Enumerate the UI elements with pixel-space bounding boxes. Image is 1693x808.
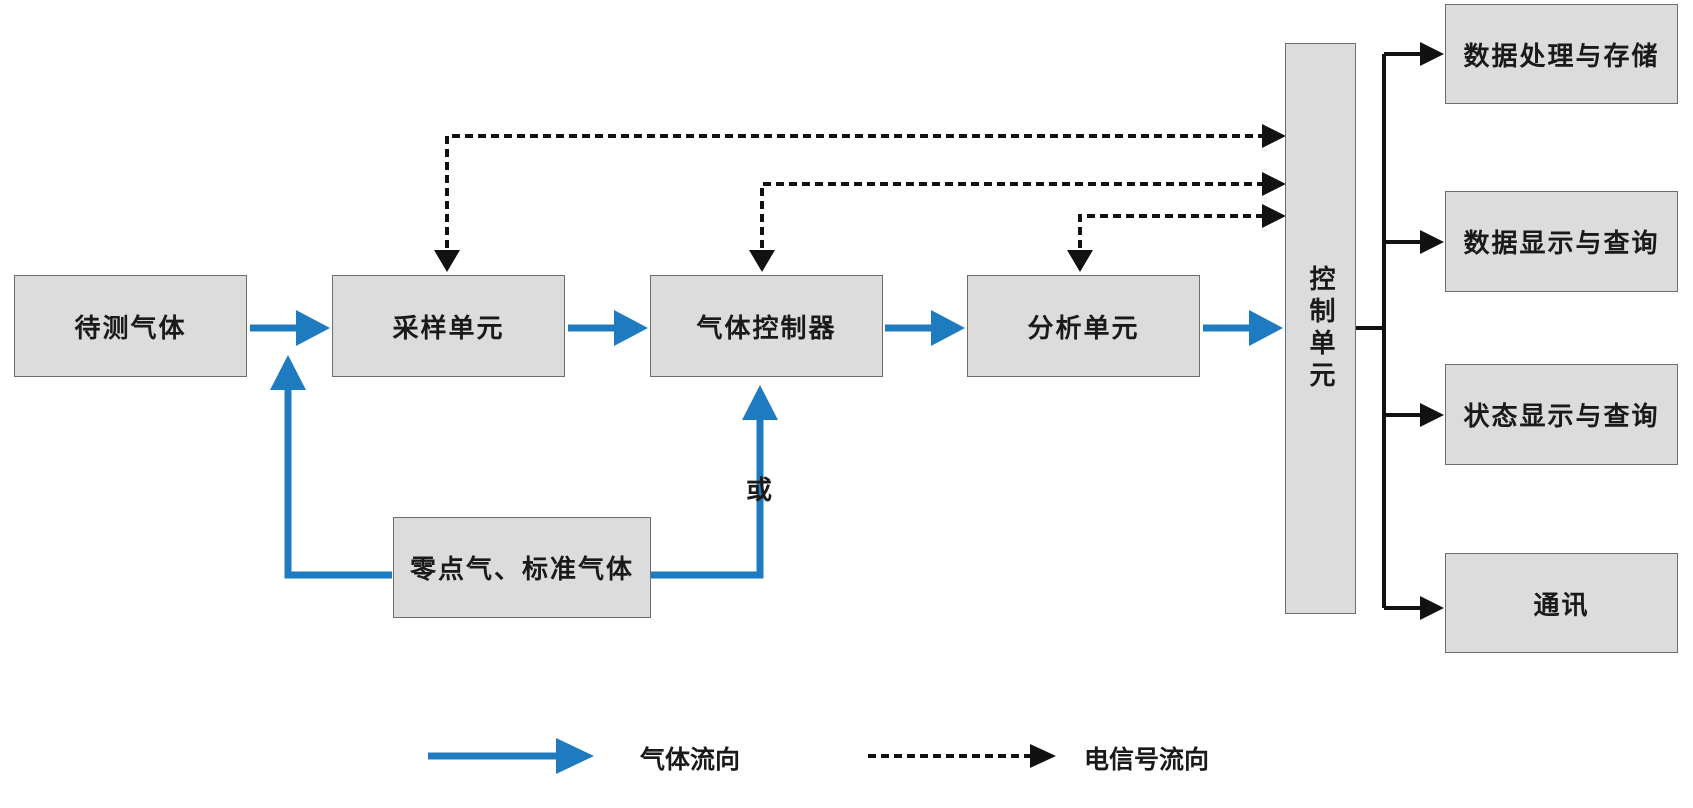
signal-path-sampling: [445, 134, 1262, 248]
gas-arrowhead-sampling: [296, 310, 330, 346]
node-gas-controller: 气体控制器: [650, 275, 883, 377]
node-sampling-unit: 采样单元: [332, 275, 565, 377]
gas-path-zero-to-sampling: [284, 385, 392, 579]
node-control-unit-label: 控制单元: [1305, 264, 1335, 393]
node-gas-to-test: 待测气体: [14, 275, 247, 377]
node-data-display-query: 数据显示与查询: [1445, 191, 1678, 292]
signal-arrowhead-right-2: [1262, 172, 1286, 196]
or-label: 或: [746, 476, 773, 506]
bus-arrowhead-4: [1420, 596, 1444, 620]
node-status-display-query: 状态显示与查询: [1445, 364, 1678, 465]
signal-arrowhead-right-3: [1262, 204, 1286, 228]
signal-path-analysis: [1078, 214, 1262, 248]
node-zero-standard-gas: 零点气、标准气体: [393, 517, 651, 618]
legend-gas-flow-label: 气体流向: [640, 745, 741, 774]
legend-signal-flow-label: 电信号流向: [1084, 745, 1210, 774]
gas-path-zero-to-controller: [648, 418, 764, 579]
node-status-display-query-label: 状态显示与查询: [1463, 402, 1660, 432]
node-analysis-unit-label: 分析单元: [1027, 313, 1140, 344]
gas-legend-arrowhead: [556, 738, 594, 774]
node-data-processing-storage: 数据处理与存储: [1445, 4, 1678, 104]
node-control-unit: 控制单元: [1285, 43, 1356, 614]
gas-arrowhead-control: [1249, 310, 1283, 346]
gas-arrowhead-controller: [614, 310, 648, 346]
node-gas-to-test-label: 待测气体: [74, 313, 187, 344]
node-sampling-unit-label: 采样单元: [392, 313, 505, 344]
node-data-display-query-label: 数据显示与查询: [1463, 229, 1660, 259]
signal-arrowhead-right-1: [1262, 124, 1286, 148]
node-zero-standard-gas-label: 零点气、标准气体: [409, 555, 634, 585]
signal-path-controller: [760, 182, 1262, 248]
node-communication: 通讯: [1445, 553, 1678, 653]
node-analysis-unit: 分析单元: [967, 275, 1200, 377]
bus-arrowhead-2: [1420, 230, 1444, 254]
signal-arrowhead-down-controller: [749, 250, 775, 272]
node-communication-label: 通讯: [1533, 590, 1590, 621]
gas-arrowhead-analysis: [931, 310, 965, 346]
gas-arrowhead-up-controller: [742, 385, 778, 420]
bus-arrowhead-3: [1420, 403, 1444, 427]
gas-arrowhead-up-sampling: [270, 355, 306, 390]
signal-arrowhead-down-sampling: [434, 250, 460, 272]
signal-arrowhead-down-analysis: [1067, 250, 1093, 272]
signal-legend-arrowhead: [1030, 744, 1056, 768]
node-data-processing-storage-label: 数据处理与存储: [1463, 41, 1660, 72]
node-gas-controller-label: 气体控制器: [696, 313, 837, 344]
bus-arrowhead-1: [1420, 42, 1444, 66]
